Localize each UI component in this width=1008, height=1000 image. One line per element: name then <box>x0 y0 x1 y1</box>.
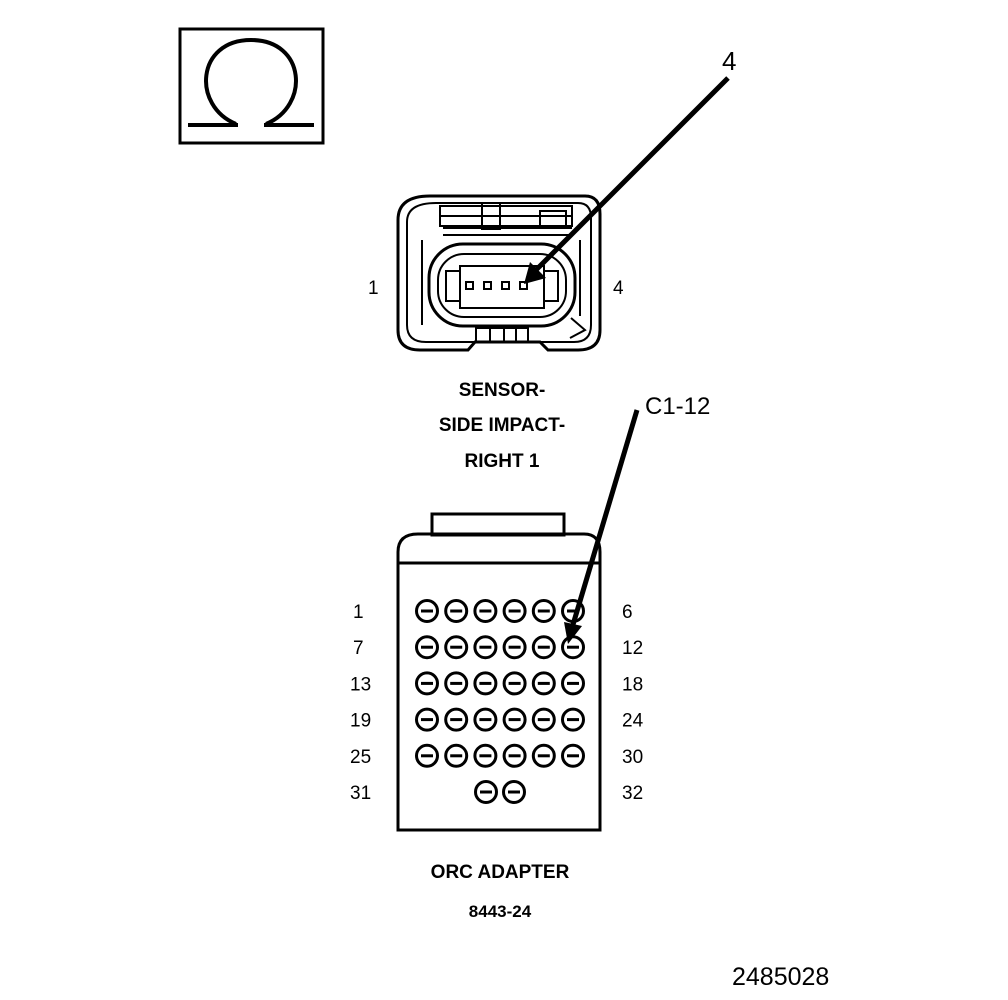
sensor-pin-label-left: 1 <box>368 278 379 299</box>
adapter-pin <box>531 635 556 660</box>
adapter-pin <box>502 707 527 732</box>
sensor-callout-label: 4 <box>722 46 736 76</box>
adapter-pin <box>561 635 585 660</box>
adapter-callout-arrow <box>564 409 640 644</box>
adapter-pin <box>502 780 526 804</box>
adapter-row-label-left: 1 <box>353 602 364 623</box>
adapter-row-label-left: 25 <box>350 747 371 768</box>
adapter-pin <box>415 635 439 660</box>
adapter-pin <box>444 743 469 768</box>
sensor-callout-arrow <box>524 76 730 284</box>
adapter-pin <box>473 743 498 768</box>
adapter-pin <box>444 671 469 696</box>
adapter-pin <box>531 671 556 696</box>
adapter-pin <box>444 599 469 623</box>
adapter-pin <box>415 707 439 732</box>
adapter-row-label-left: 31 <box>350 783 371 804</box>
adapter-pin <box>473 671 498 696</box>
adapter-pin <box>502 743 527 768</box>
adapter-row-label-right: 24 <box>622 711 644 732</box>
adapter-row-label-left: 19 <box>350 711 371 732</box>
adapter-pin <box>502 671 527 696</box>
adapter-pin-grid <box>415 599 585 804</box>
adapter-pin <box>531 599 556 623</box>
adapter-row-label-right: 30 <box>622 747 643 768</box>
ohm-icon <box>178 27 325 145</box>
figure-id: 2485028 <box>732 963 829 991</box>
adapter-pin <box>531 743 556 768</box>
adapter-pin <box>502 635 527 660</box>
adapter-row-labels: 1 6 7 12 13 18 19 24 25 30 31 32 <box>350 602 644 804</box>
sensor-pin <box>519 281 528 290</box>
sensor-pin <box>465 281 474 290</box>
sensor-caption-line-1: SENSOR- <box>459 380 546 401</box>
adapter-pin <box>473 599 498 623</box>
adapter-caption-line-2: 8443-24 <box>469 902 532 921</box>
adapter-row-label-right: 18 <box>622 674 643 695</box>
sensor-pin <box>483 281 492 290</box>
sensor-caption-line-2: SIDE IMPACT- <box>439 415 565 436</box>
adapter-pin <box>473 635 498 660</box>
adapter-row-label-right: 6 <box>622 602 633 623</box>
adapter-pin <box>561 707 585 732</box>
adapter-pin <box>561 743 585 768</box>
adapter-row-label-right: 12 <box>622 638 643 659</box>
adapter-row-label-left: 7 <box>353 638 364 659</box>
sensor-pin-label-right: 4 <box>613 278 624 299</box>
adapter-callout-label: C1-12 <box>645 393 710 420</box>
sensor-caption-line-3: RIGHT 1 <box>465 451 540 472</box>
adapter-pin <box>531 707 556 732</box>
adapter-pin <box>444 635 469 660</box>
adapter-pin <box>415 599 439 623</box>
adapter-pin <box>502 599 527 623</box>
adapter-pin <box>561 671 585 696</box>
adapter-pin <box>474 780 498 804</box>
sensor-pin <box>501 281 510 290</box>
sensor-connector <box>396 194 602 352</box>
adapter-pin <box>473 707 498 732</box>
adapter-caption-line-1: ORC ADAPTER <box>431 862 570 883</box>
adapter-pin <box>444 707 469 732</box>
adapter-row-label-right: 32 <box>622 783 643 804</box>
adapter-pin <box>415 743 439 768</box>
adapter-row-label-left: 13 <box>350 674 371 695</box>
adapter-pin <box>415 671 439 696</box>
orc-adapter-connector <box>396 512 602 832</box>
